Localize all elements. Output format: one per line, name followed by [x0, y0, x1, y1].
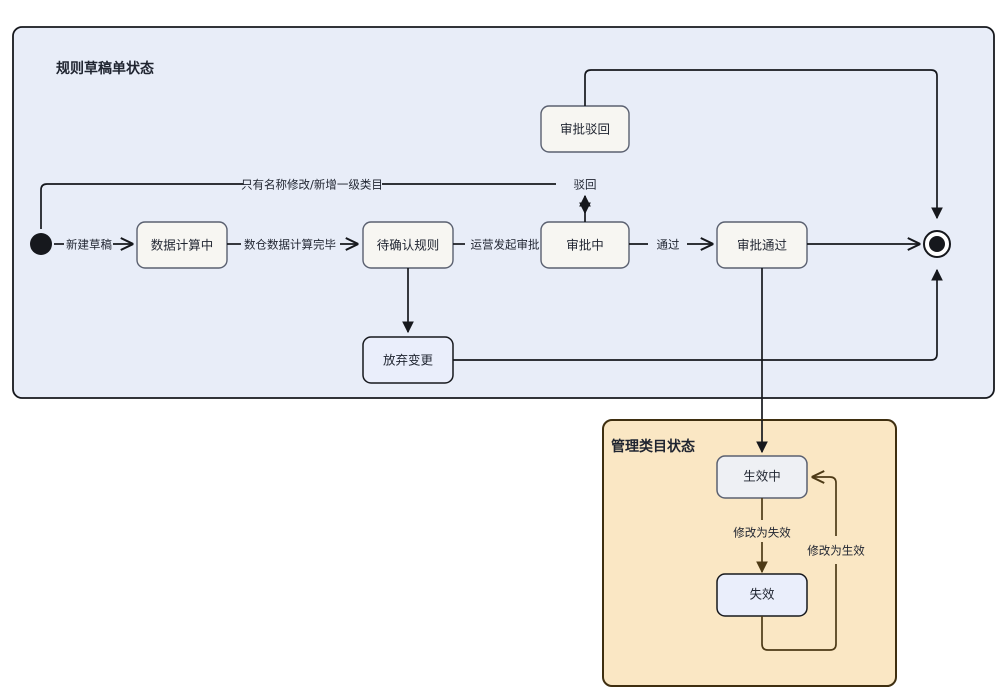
edge-label-name-only: 只有名称修改/新增一级类目 [241, 178, 383, 192]
category-state-panel: 管理类目状态 [602, 419, 897, 687]
data-computing-box [136, 221, 228, 269]
draft-state-panel: 规则草稿单状态 [12, 26, 995, 399]
category-panel-box [602, 419, 897, 687]
edge-new-draft: 新建草稿 [54, 238, 133, 252]
draft-panel-title: 规则草稿单状态 [56, 60, 154, 77]
edge-pass: 通过 [629, 238, 713, 252]
state-node-effective: 生效中 [716, 455, 808, 499]
final-state-dot [929, 236, 945, 252]
edge-name-only: 只有名称修改/新增一级类目 [40, 178, 591, 229]
invalid-label: 失效 [749, 587, 775, 602]
data-computing-label: 数据计算中 [151, 238, 214, 253]
edge-dw-done: 数仓数据计算完毕 [227, 238, 358, 252]
edge-label-pass: 通过 [657, 238, 680, 252]
edge-label-to-effective: 修改为生效 [807, 544, 865, 558]
state-node-approving: 审批中 [540, 221, 630, 269]
edge-label-to-invalid: 修改为失效 [733, 526, 791, 540]
edge-label-dw-done: 数仓数据计算完毕 [244, 238, 336, 252]
edge-label-submit-approval: 运营发起审批 [471, 238, 540, 252]
state-node-data-computing: 数据计算中 [136, 221, 228, 269]
approving-label: 审批中 [566, 238, 604, 253]
draft-panel-box [12, 26, 995, 399]
initial-state-node [30, 233, 52, 255]
state-node-approved: 审批通过 [716, 221, 808, 269]
abandoned-label: 放弃变更 [383, 353, 434, 368]
state-node-abandoned: 放弃变更 [362, 336, 454, 384]
edge-to-effective: 修改为生效 [761, 477, 865, 651]
state-node-pending-rule: 待确认规则 [362, 221, 454, 269]
pending-rule-label: 待确认规则 [377, 238, 440, 253]
state-node-rejected: 审批驳回 [540, 105, 630, 153]
final-state-node [923, 230, 951, 258]
edge-label-reject: 驳回 [574, 178, 597, 192]
edge-rejected-to-final [584, 69, 943, 220]
edge-to-invalid: 修改为失效 [733, 498, 791, 574]
state-node-invalid: 失效 [716, 573, 808, 617]
edge-label-new-draft: 新建草稿 [66, 238, 112, 252]
rejected-label: 审批驳回 [560, 122, 610, 137]
edge-abandoned-to-final [453, 268, 943, 361]
category-panel-title: 管理类目状态 [611, 438, 695, 455]
edge-reject: 驳回 [574, 178, 597, 222]
initial-state-circle [30, 233, 52, 255]
approved-label: 审批通过 [737, 238, 788, 253]
effective-label: 生效中 [743, 469, 781, 484]
